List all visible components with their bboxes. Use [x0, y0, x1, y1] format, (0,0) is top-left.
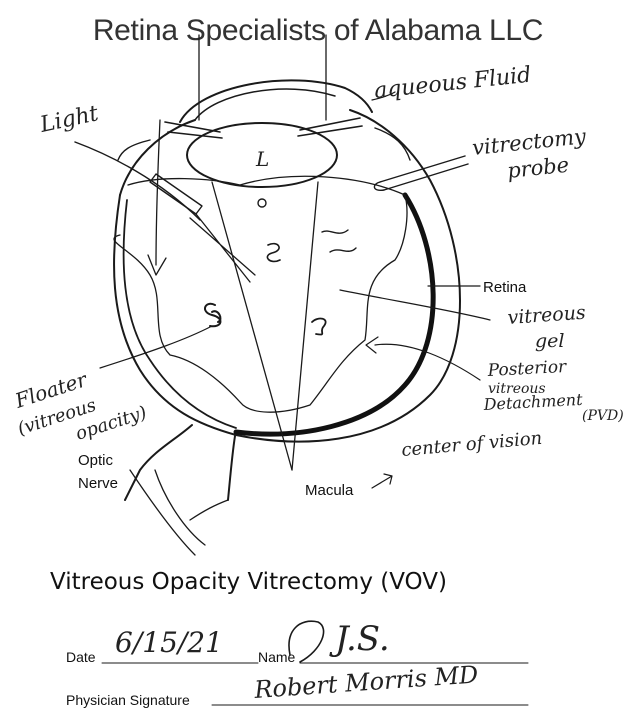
optic-nerve-upper — [125, 425, 192, 500]
label-center-of-vision: center of vision — [401, 428, 543, 461]
header-title: Retina Specialists of Alabama LLC — [93, 14, 543, 47]
label-probe: probe — [506, 153, 570, 183]
light-ray-right — [292, 182, 318, 470]
label-vitrectomy: vitrectomy — [471, 124, 588, 160]
label-aqueous-fluid: aqueous Fluid — [373, 63, 532, 104]
signature-value: Robert Morris MD — [252, 660, 479, 704]
floater-pointer — [100, 326, 212, 368]
retina-layer — [236, 195, 433, 434]
macula-arrow-icon — [372, 474, 392, 488]
signature-label: Physician Signature — [66, 692, 190, 708]
optic-nerve-lower — [228, 436, 235, 500]
label-posterior: Posterior — [486, 357, 567, 381]
label-nerve: Nerve — [78, 475, 118, 492]
floater-left-icon — [205, 304, 220, 326]
label-vitreous: vitreous — [507, 302, 587, 329]
light-arrow-head — [148, 255, 166, 275]
sclera-outer-left — [114, 195, 236, 435]
sclera-outer-right — [236, 110, 460, 442]
label-light: Light — [37, 101, 101, 138]
procedure-title: Vitreous Opacity Vitrectomy (VOV) — [50, 569, 447, 595]
floater-strands-icon — [322, 230, 356, 252]
label-detachment: Detachment — [482, 390, 583, 414]
label-gel: gel — [535, 330, 564, 352]
label-macula: Macula — [305, 482, 354, 499]
floater-mid-icon — [267, 244, 280, 262]
date-label: Date — [66, 649, 96, 665]
light-ray-left — [212, 182, 292, 470]
label-pvd: (PVD) — [582, 408, 624, 424]
floater-small-icon — [258, 199, 266, 207]
cornea — [180, 80, 372, 122]
label-retina: Retina — [483, 279, 527, 296]
floater-right-icon — [312, 319, 326, 335]
vitrectomy-probe-shaft — [380, 156, 468, 190]
light-pipe-shaft — [75, 142, 200, 220]
optic-nerve-sheath — [190, 500, 228, 520]
date-value: 6/15/21 — [115, 626, 223, 659]
label-optic: Optic — [78, 452, 114, 469]
light-beam — [190, 214, 255, 282]
lens-label: L — [255, 147, 269, 171]
optic-nerve-fibers — [130, 470, 205, 555]
name-value: J.S. — [329, 619, 390, 659]
vitreous-gel-pointer — [340, 290, 490, 320]
